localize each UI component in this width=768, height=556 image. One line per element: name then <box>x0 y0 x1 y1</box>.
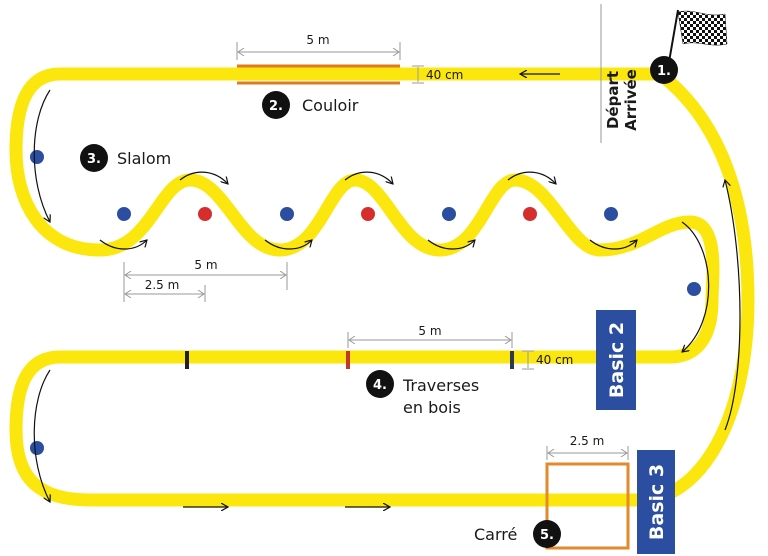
arrow-icon <box>589 240 637 250</box>
cone-red <box>361 207 375 221</box>
arrow-icon <box>725 180 741 431</box>
cone-blue <box>30 150 44 164</box>
carre-square <box>545 462 630 550</box>
direction-arrows <box>33 74 741 507</box>
cones <box>30 150 701 455</box>
svg-text:3.: 3. <box>87 152 101 167</box>
svg-text:Basic 3: Basic 3 <box>646 464 668 540</box>
cone-blue <box>604 207 618 221</box>
badge-4: 4. <box>366 370 394 398</box>
checkered-flag-icon <box>668 9 728 63</box>
couloir-length-label: 5 m <box>306 33 329 47</box>
cone-red <box>523 207 537 221</box>
arrow-icon <box>179 171 228 184</box>
badge-2: 2. <box>262 91 290 119</box>
arrow-icon <box>507 171 556 184</box>
cone-red <box>198 207 212 221</box>
arrow-icon <box>33 369 50 502</box>
badge-3: 3. <box>80 144 108 172</box>
arrow-icon <box>33 89 50 222</box>
traverses-width-label: 40 cm <box>536 353 573 367</box>
traverses-obstacle <box>185 351 514 369</box>
track <box>9 67 755 507</box>
traverses-length-label: 5 m <box>418 324 441 338</box>
arrow-icon <box>99 240 147 250</box>
slalom-half-label: 2.5 m <box>145 278 180 292</box>
svg-text:4.: 4. <box>373 378 387 393</box>
cone-blue <box>442 207 456 221</box>
finish-label: Arrivée <box>622 69 640 131</box>
station-traverses-label-line1: Traverses <box>402 376 479 395</box>
station-traverses-label-line2: en bois <box>403 398 461 417</box>
basic-3-badge: Basic 3 <box>637 450 675 554</box>
arrow-icon <box>682 221 710 352</box>
couloir-obstacle <box>237 64 400 85</box>
start-label: Départ <box>604 71 622 129</box>
station-carre-label: Carré <box>474 525 517 544</box>
svg-text:5.: 5. <box>540 528 554 543</box>
svg-text:Basic 2: Basic 2 <box>606 322 628 398</box>
arrow-icon <box>344 171 393 184</box>
badge-1: 1. <box>650 56 678 84</box>
couloir-width-label: 40 cm <box>426 68 463 82</box>
cone-blue <box>687 282 701 296</box>
svg-text:2.: 2. <box>269 99 283 114</box>
basic-2-badge: Basic 2 <box>596 310 636 410</box>
cone-blue <box>117 207 131 221</box>
carre-side-label: 2.5 m <box>570 434 605 448</box>
dimension-lines <box>123 4 629 460</box>
slalom-spacing-label: 5 m <box>194 258 217 272</box>
cone-blue <box>280 207 294 221</box>
station-couloir-label: Couloir <box>302 96 359 115</box>
badge-5: 5. <box>533 520 561 548</box>
cone-blue <box>30 441 44 455</box>
arrow-icon <box>427 240 475 250</box>
station-slalom-label: Slalom <box>117 149 171 168</box>
arrow-icon <box>264 240 312 250</box>
svg-text:1.: 1. <box>657 64 671 79</box>
